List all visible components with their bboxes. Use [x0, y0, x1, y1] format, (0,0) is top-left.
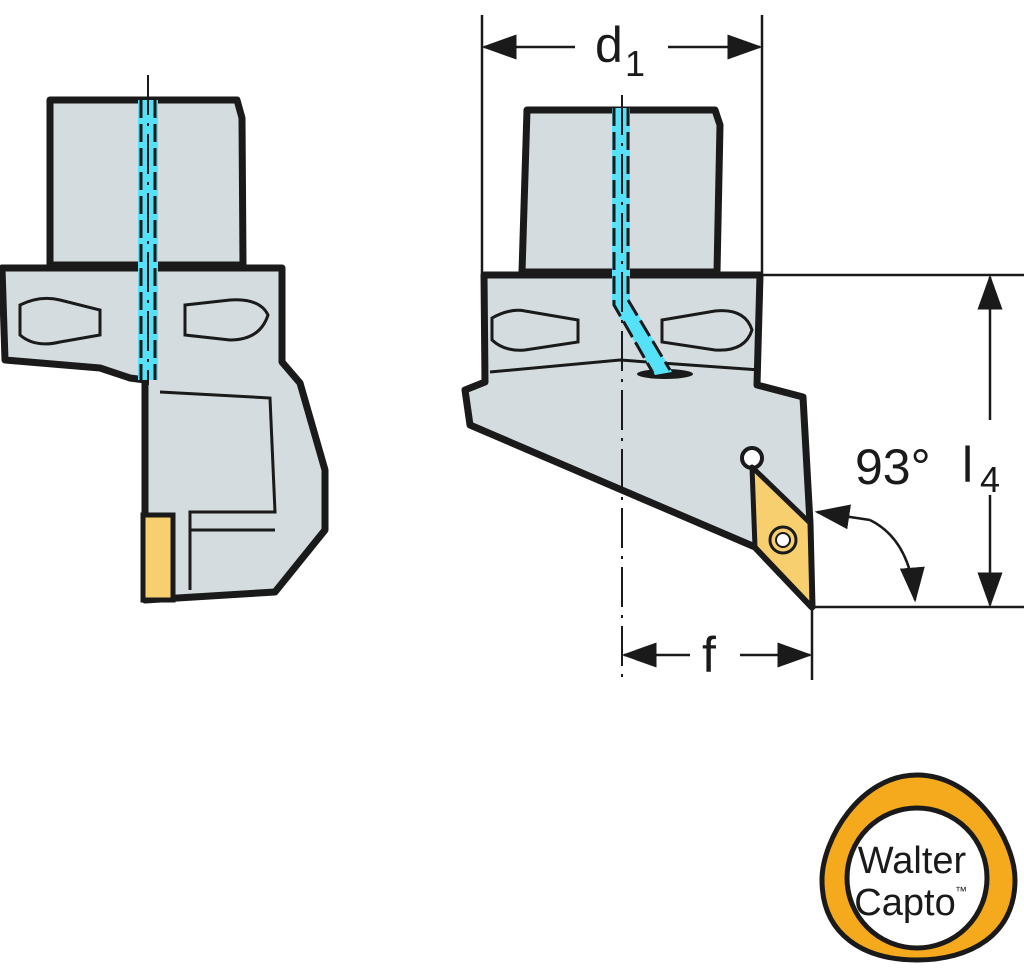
- side-view: [0, 75, 329, 604]
- insert-side: [140, 512, 176, 603]
- svg-text:93°: 93°: [855, 439, 931, 495]
- svg-text:1: 1: [625, 43, 645, 84]
- coolant-channel-left: [138, 100, 158, 380]
- dimension-d1: d 1: [480, 15, 764, 275]
- clamp-slot-left: [18, 296, 270, 346]
- front-view: [461, 95, 816, 680]
- walter-capto-logo: Walter Capto ™: [819, 772, 1018, 963]
- dimension-l4: l 4: [762, 273, 1024, 609]
- svg-text:f: f: [702, 627, 716, 683]
- svg-text:Capto: Capto: [854, 882, 955, 924]
- svg-text:d: d: [595, 17, 623, 73]
- svg-text:Walter: Walter: [858, 840, 967, 882]
- svg-text:l: l: [962, 437, 973, 493]
- coolant-channel-right: [612, 108, 672, 375]
- svg-text:™: ™: [955, 884, 967, 898]
- dimension-angle: 93°: [814, 439, 931, 603]
- svg-text:4: 4: [980, 459, 1000, 500]
- dimension-f: f: [621, 610, 814, 683]
